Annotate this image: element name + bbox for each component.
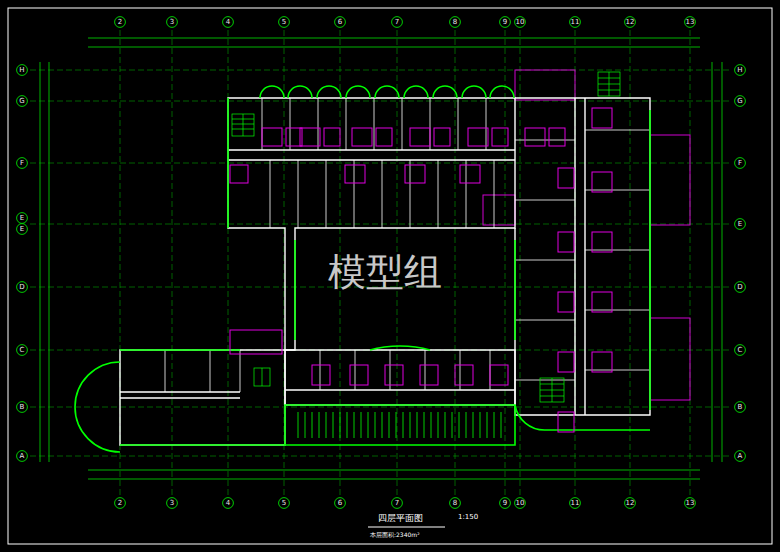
axis-bubble: F xyxy=(16,157,28,169)
axis-label: H xyxy=(16,64,28,76)
axis-bubble: 12 xyxy=(624,16,636,28)
axis-bubble: D xyxy=(16,281,28,293)
axis-bubble: 10 xyxy=(514,497,526,509)
axis-bubble: 9 xyxy=(499,497,511,509)
axis-label: D xyxy=(16,281,28,293)
axis-label: 11 xyxy=(569,497,581,509)
title-underline xyxy=(368,527,445,528)
axis-bubble: 3 xyxy=(166,497,178,509)
axis-label: D xyxy=(734,281,746,293)
louvers xyxy=(298,412,501,438)
axis-label: H xyxy=(734,64,746,76)
axis-bubble: G xyxy=(16,95,28,107)
bathrooms xyxy=(230,108,612,432)
axis-bubble: E xyxy=(734,218,746,230)
axis-bubble: C xyxy=(734,344,746,356)
axis-label: A xyxy=(734,450,746,462)
axis-bubble: 7 xyxy=(391,497,403,509)
axis-bubble: 6 xyxy=(334,497,346,509)
axis-label: 7 xyxy=(391,497,403,509)
partitions xyxy=(165,98,650,392)
axis-bubble: 5 xyxy=(278,16,290,28)
axis-bubble: 4 xyxy=(222,16,234,28)
axis-bubble: E xyxy=(16,212,28,224)
axis-bubble: 5 xyxy=(278,497,290,509)
dimension-lines xyxy=(40,38,722,479)
axis-label: 8 xyxy=(449,16,461,28)
axis-label: A xyxy=(16,450,28,462)
axis-label: G xyxy=(16,95,28,107)
watermark: 模型组 xyxy=(328,247,442,298)
axis-bubble: 7 xyxy=(391,16,403,28)
axis-bubble: 3 xyxy=(166,16,178,28)
axis-label: 8 xyxy=(449,497,461,509)
axis-bubble: 11 xyxy=(569,16,581,28)
axis-bubble: 12 xyxy=(624,497,636,509)
axis-label: 2 xyxy=(114,497,126,509)
axis-label: 6 xyxy=(334,16,346,28)
axis-bubble: A xyxy=(16,450,28,462)
arches xyxy=(260,86,514,98)
axis-bubble: G xyxy=(734,95,746,107)
axis-label: 13 xyxy=(684,16,696,28)
axis-label: 3 xyxy=(166,16,178,28)
drawing-title: 四层平面图 xyxy=(378,512,423,525)
axis-label: 9 xyxy=(499,497,511,509)
axis-label: 12 xyxy=(624,16,636,28)
axis-label: 5 xyxy=(278,497,290,509)
walls xyxy=(120,98,650,445)
axis-label: F xyxy=(16,157,28,169)
axis-label: 3 xyxy=(166,497,178,509)
axis-label: 4 xyxy=(222,497,234,509)
axis-label: 6 xyxy=(334,497,346,509)
axis-label: B xyxy=(16,401,28,413)
axis-bubble: B xyxy=(734,401,746,413)
axis-bubble: H xyxy=(16,64,28,76)
axis-bubble: 10 xyxy=(514,16,526,28)
axis-label: 11 xyxy=(569,16,581,28)
axis-bubble: 8 xyxy=(449,497,461,509)
axis-bubble: 9 xyxy=(499,16,511,28)
axis-bubble: A xyxy=(734,450,746,462)
axis-bubble: 2 xyxy=(114,497,126,509)
axis-bubble: F xyxy=(734,157,746,169)
axis-bubble: 11 xyxy=(569,497,581,509)
axis-label: 2 xyxy=(114,16,126,28)
axis-label: E xyxy=(16,212,28,224)
area-note: 本层面积:2340m² xyxy=(370,531,420,540)
axis-label: C xyxy=(734,344,746,356)
axis-bubble: H xyxy=(734,64,746,76)
drawing-frame xyxy=(8,8,772,544)
axis-label: E xyxy=(16,223,28,235)
axis-bubble: 8 xyxy=(449,16,461,28)
axis-bubble: B xyxy=(16,401,28,413)
axis-label: 7 xyxy=(391,16,403,28)
axis-bubble: 13 xyxy=(684,16,696,28)
axis-bubble: 13 xyxy=(684,497,696,509)
scale-label: 1:150 xyxy=(458,513,478,521)
axis-bubble: 6 xyxy=(334,16,346,28)
axis-lines xyxy=(30,30,732,495)
windows xyxy=(75,98,650,452)
axis-label: 5 xyxy=(278,16,290,28)
axis-label: F xyxy=(734,157,746,169)
axis-bubble: 4 xyxy=(222,497,234,509)
axis-label: E xyxy=(734,218,746,230)
axis-label: C xyxy=(16,344,28,356)
axis-label: 10 xyxy=(514,16,526,28)
stairs xyxy=(232,72,620,402)
axis-label: 10 xyxy=(514,497,526,509)
axis-bubble: D xyxy=(734,281,746,293)
axis-label: B xyxy=(734,401,746,413)
axis-label: 9 xyxy=(499,16,511,28)
axis-label: 4 xyxy=(222,16,234,28)
axis-bubble: E xyxy=(16,223,28,235)
axis-label: 13 xyxy=(684,497,696,509)
axis-bubble: 2 xyxy=(114,16,126,28)
axis-bubble: C xyxy=(16,344,28,356)
axis-label: G xyxy=(734,95,746,107)
axis-label: 12 xyxy=(624,497,636,509)
